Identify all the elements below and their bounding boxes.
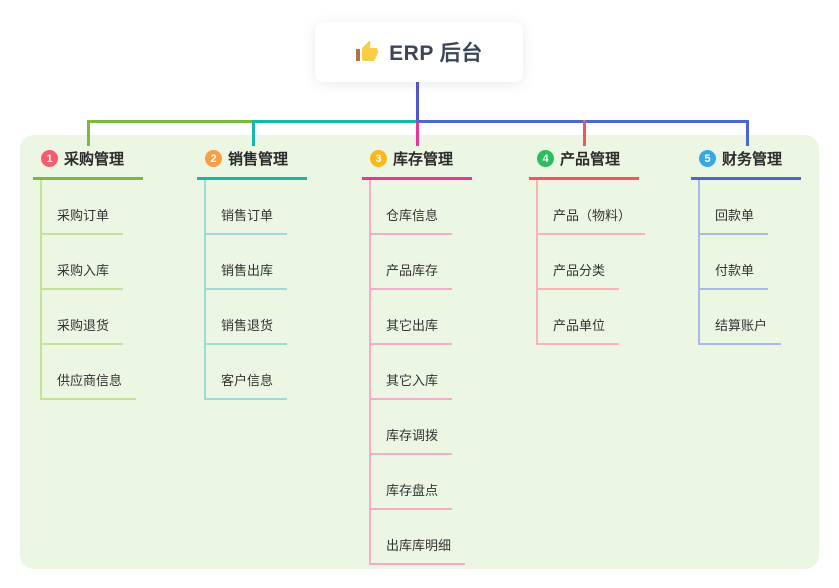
child-node: 产品单位 (536, 290, 645, 345)
child-node: 销售出库 (204, 235, 288, 290)
branch-product-children: 产品（物料） 产品分类 产品单位 (536, 180, 646, 345)
thumb-hand (362, 41, 379, 61)
child-node-label[interactable]: 其它入库 (369, 370, 453, 400)
child-node: 采购订单 (40, 180, 136, 235)
child-node: 其它入库 (369, 345, 465, 400)
child-node: 付款单 (698, 235, 781, 290)
child-node-label[interactable]: 采购退货 (40, 315, 124, 345)
child-node-label[interactable]: 出库库明细 (369, 535, 466, 565)
connector-bus-purchase (87, 120, 253, 123)
branch-purchase-children: 采购订单 采购入库 采购退货 供应商信息 (40, 180, 137, 400)
child-node-label[interactable]: 销售出库 (204, 260, 288, 290)
branch-sales-children: 销售订单 销售出库 销售退货 客户信息 (204, 180, 288, 400)
child-node-label[interactable]: 采购订单 (40, 205, 124, 235)
branch-purchase-header[interactable]: 1 采购管理 (33, 148, 143, 180)
branch-sales-header[interactable]: 2 销售管理 (197, 148, 307, 180)
child-node: 产品（物料） (536, 180, 646, 235)
connector-drop-inventory (416, 122, 419, 146)
child-node-label[interactable]: 产品库存 (369, 260, 453, 290)
child-node: 其它出库 (369, 290, 465, 345)
branch-sales: 2 销售管理 销售订单 销售出库 销售退货 客户信息 (197, 148, 307, 400)
branch-label: 财务管理 (722, 151, 783, 168)
child-node-label[interactable]: 供应商信息 (40, 370, 137, 400)
connector-bus-finance (416, 120, 749, 123)
child-node: 库存调拨 (369, 400, 465, 455)
connector-drop-product (583, 120, 586, 146)
child-node: 销售退货 (204, 290, 288, 345)
children-connector-line (204, 180, 206, 400)
child-node-label[interactable]: 库存调拨 (369, 425, 453, 455)
branch-label: 销售管理 (228, 151, 289, 168)
child-node-label[interactable]: 仓库信息 (369, 205, 453, 235)
thumb-cuff (356, 49, 361, 61)
branch-inventory-children: 仓库信息 产品库存 其它出库 其它入库 库存调拨 库存盘点 出库库明细 (369, 180, 466, 565)
child-node-label[interactable]: 采购入库 (40, 260, 124, 290)
child-node: 库存盘点 (369, 455, 465, 510)
child-node-label[interactable]: 产品（物料） (536, 205, 646, 235)
children-connector-line (40, 180, 42, 400)
child-node: 采购入库 (40, 235, 136, 290)
branch-label: 库存管理 (393, 151, 454, 168)
child-node: 供应商信息 (40, 345, 137, 400)
branch-finance-children: 回款单 付款单 结算账户 (698, 180, 782, 345)
child-node: 销售订单 (204, 180, 288, 235)
child-node: 结算账户 (698, 290, 782, 345)
child-node: 产品分类 (536, 235, 645, 290)
branch-number-badge: 2 (205, 150, 222, 167)
connector-drop-finance (746, 120, 749, 146)
branch-number-badge: 4 (537, 150, 554, 167)
branch-purchase: 1 采购管理 采购订单 采购入库 采购退货 供应商信息 (33, 148, 143, 400)
branch-product: 4 产品管理 产品（物料） 产品分类 产品单位 (529, 148, 646, 345)
connector-root-vertical (416, 82, 419, 122)
branch-finance: 5 财务管理 回款单 付款单 结算账户 (691, 148, 801, 345)
branch-number-badge: 3 (370, 150, 387, 167)
child-node-label[interactable]: 库存盘点 (369, 480, 453, 510)
branch-product-header[interactable]: 4 产品管理 (529, 148, 639, 180)
child-node: 采购退货 (40, 290, 136, 345)
connector-drop-sales (252, 120, 255, 146)
thumbs-up-icon (355, 40, 379, 64)
child-node-label[interactable]: 产品分类 (536, 260, 620, 290)
child-node: 出库库明细 (369, 510, 466, 565)
child-node-label[interactable]: 其它出库 (369, 315, 453, 345)
child-node: 客户信息 (204, 345, 288, 400)
branch-inventory-header[interactable]: 3 库存管理 (362, 148, 472, 180)
child-node: 仓库信息 (369, 180, 465, 235)
children-connector-line (698, 180, 700, 345)
children-connector-line (369, 180, 371, 565)
children-connector-line (536, 180, 538, 345)
child-node: 回款单 (698, 180, 781, 235)
child-node-label[interactable]: 回款单 (698, 205, 769, 235)
connector-drop-purchase (87, 120, 90, 146)
connector-bus-sales (252, 120, 417, 123)
child-node-label[interactable]: 产品单位 (536, 315, 620, 345)
child-node-label[interactable]: 客户信息 (204, 370, 288, 400)
root-node[interactable]: ERP 后台 (315, 22, 523, 82)
child-node-label[interactable]: 结算账户 (698, 315, 782, 345)
child-node: 产品库存 (369, 235, 465, 290)
branches-background-panel (20, 135, 819, 569)
branch-finance-header[interactable]: 5 财务管理 (691, 148, 801, 180)
child-node-label[interactable]: 销售订单 (204, 205, 288, 235)
branch-label: 采购管理 (64, 151, 125, 168)
child-node-label[interactable]: 付款单 (698, 260, 769, 290)
branch-label: 产品管理 (560, 151, 621, 168)
child-node-label[interactable]: 销售退货 (204, 315, 288, 345)
branch-inventory: 3 库存管理 仓库信息 产品库存 其它出库 其它入库 库存调拨 库存盘点 出库库… (362, 148, 472, 565)
root-title: ERP 后台 (389, 42, 483, 65)
branch-number-badge: 1 (41, 150, 58, 167)
branch-number-badge: 5 (699, 150, 716, 167)
